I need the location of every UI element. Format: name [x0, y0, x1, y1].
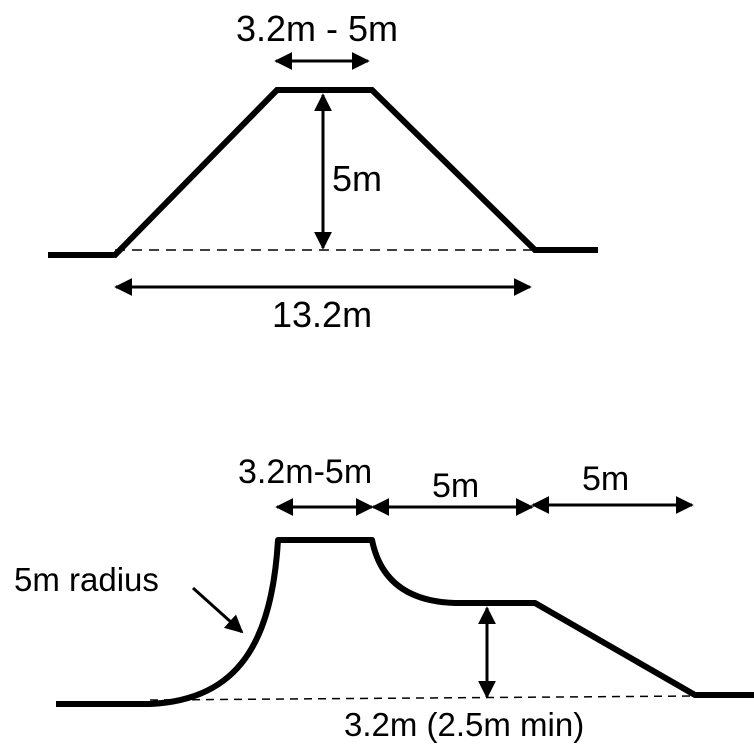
bottom-embankment-profile	[56, 537, 754, 707]
top-embankment-section	[48, 52, 598, 296]
top-base-width-label: 13.2m	[272, 294, 373, 335]
top-crest-width-label: 3.2m - 5m	[236, 8, 399, 49]
bottom-bench-height-label: 3.2m (2.5m min)	[344, 706, 585, 743]
radius-leader-arrow	[191, 586, 244, 634]
bottom-bench-width-label: 5m	[432, 467, 480, 505]
top-embankment-profile	[48, 87, 598, 258]
bottom-crest-width-label: 3.2m-5m	[238, 453, 373, 491]
bottom-embankment-section	[56, 496, 754, 707]
bottom-slope-run-label: 5m	[582, 460, 630, 498]
radius-label: 5m radius	[14, 561, 159, 598]
top-height-label: 5m	[332, 158, 383, 199]
bottom-ground-dashed-line	[149, 695, 696, 701]
